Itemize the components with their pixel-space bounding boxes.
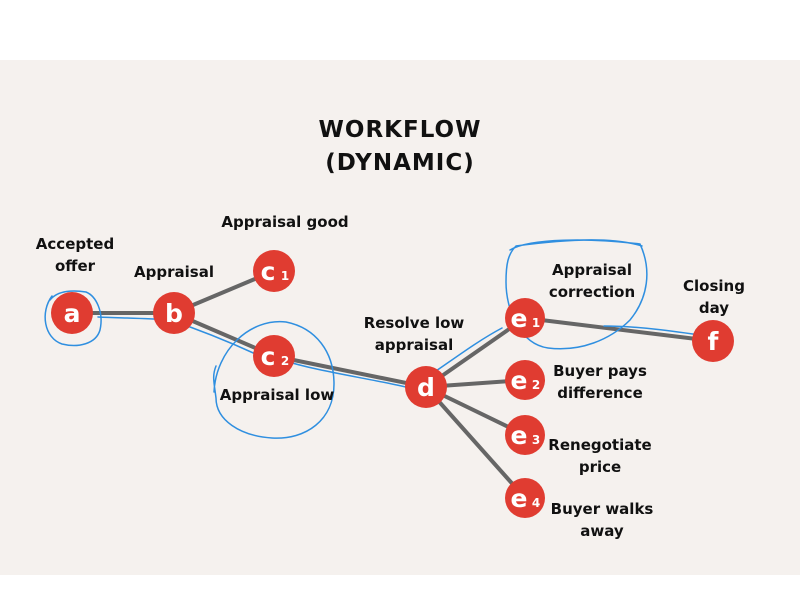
node-c2-label: c — [261, 342, 276, 371]
highlight-loop-c2 — [212, 320, 335, 439]
caption-e4: Buyer walks away — [550, 500, 654, 540]
node-c1[interactable]: c 1 — [253, 250, 295, 292]
node-e4[interactable]: e 4 — [505, 478, 545, 518]
node-e3[interactable]: e 3 — [505, 415, 545, 455]
diagram-title: WORKFLOW — [318, 117, 482, 143]
diagram-subtitle: (DYNAMIC) — [325, 150, 475, 176]
node-c2-subscript: 2 — [281, 354, 289, 368]
caption-f: Closing day — [683, 277, 745, 317]
caption-a: Accepted offer — [35, 235, 115, 275]
node-e2-subscript: 2 — [532, 378, 540, 392]
node-a[interactable]: a — [51, 292, 93, 334]
node-b[interactable]: b — [153, 292, 195, 334]
node-e1-label: e — [511, 304, 528, 333]
edge-c2-d — [272, 354, 428, 389]
node-d[interactable]: d — [405, 366, 447, 408]
caption-e3: Renegotiate price — [548, 436, 652, 476]
highlight-loop-a — [44, 290, 102, 347]
caption-c1: Appraisal good — [221, 213, 349, 231]
node-e2-label: e — [511, 366, 528, 395]
node-e1[interactable]: e 1 — [505, 298, 545, 338]
node-a-label: a — [64, 299, 81, 328]
node-e2[interactable]: e 2 — [505, 360, 545, 400]
node-e4-label: e — [511, 484, 528, 513]
node-f-label: f — [708, 327, 720, 356]
caption-d: Resolve low appraisal — [363, 314, 465, 354]
caption-e1: Appraisal correction — [548, 261, 636, 301]
node-e1-subscript: 1 — [532, 316, 540, 330]
node-c2[interactable]: c 2 — [253, 335, 295, 377]
node-e3-label: e — [511, 421, 528, 450]
node-c1-label: c — [261, 257, 276, 286]
highlight-loop-e1 — [505, 239, 648, 350]
node-f[interactable]: f — [692, 320, 734, 362]
caption-b: Appraisal — [134, 263, 214, 281]
edge-d-e4 — [424, 385, 527, 500]
node-b-label: b — [165, 299, 183, 328]
node-e3-subscript: 3 — [532, 433, 540, 447]
node-c1-subscript: 1 — [281, 269, 289, 283]
caption-e2: Buyer pays difference — [553, 362, 647, 402]
node-e4-subscript: 4 — [532, 496, 540, 510]
caption-c2: Appraisal low — [219, 386, 335, 404]
node-d-label: d — [417, 373, 435, 402]
